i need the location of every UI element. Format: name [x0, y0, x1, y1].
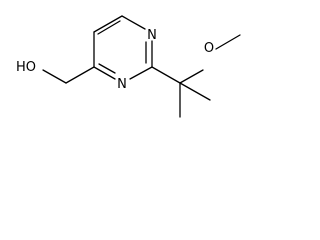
ether-oxygen-label: O — [204, 41, 214, 56]
bond-n3-c2 — [129, 66, 153, 80]
bond-quaternary-carbon-methyl-right — [179, 82, 211, 101]
bond-c2-quaternary-carbon — [151, 66, 181, 84]
bond-c4-n3-inner — [98, 63, 116, 74]
bond-c4-n3 — [93, 66, 116, 80]
hydroxyl-label: HO — [16, 60, 36, 75]
bond-c6-c5-inner — [97, 20, 121, 35]
bond-ether-oxygen-methyl — [215, 34, 241, 50]
ring-nitrogen-bottom-label: N — [117, 77, 127, 92]
bond-quaternary-carbon-ether-oxygen — [179, 69, 204, 84]
ring-nitrogen-top-label: N — [147, 28, 157, 43]
substituent-bonds — [42, 34, 241, 118]
bond-c4-ch2 — [65, 66, 95, 84]
bond-c6-n1 — [121, 15, 146, 30]
molecule-structure-diagram: N N HO O — [16, 15, 241, 118]
bond-c6-c5 — [93, 15, 123, 33]
bond-ch2-oh — [42, 69, 67, 84]
pyrimidine-ring — [93, 15, 153, 80]
